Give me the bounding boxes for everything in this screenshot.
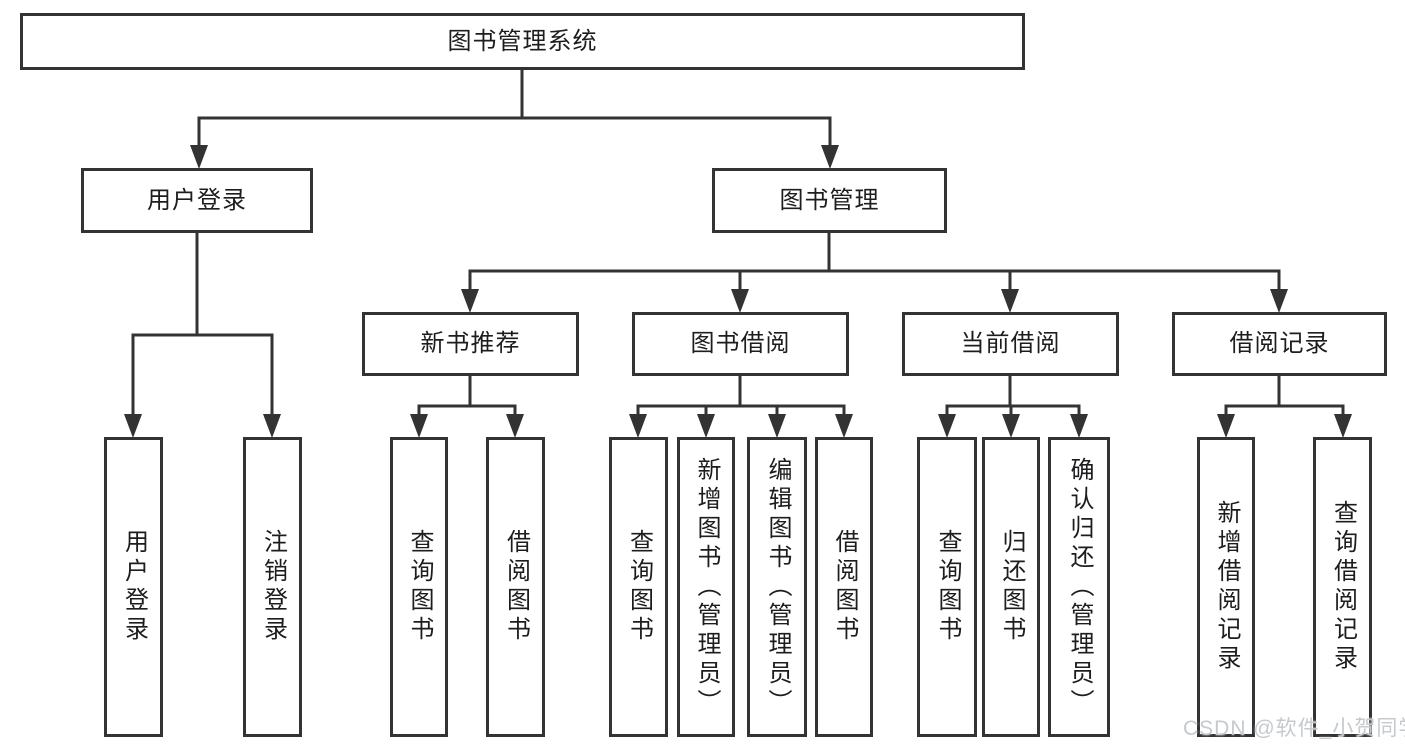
node-borrow-books: 借阅图书 [815, 437, 873, 737]
connector-borrow-branch [629, 376, 853, 438]
node-add-borrow-record: 新增借阅记录 [1197, 437, 1255, 737]
node-borrow-query-books: 查询图书 [609, 437, 668, 737]
watermark-text: CSDN @软件_小贺同学 [1183, 717, 1405, 740]
node-recommend-query-books: 查询图书 [390, 437, 448, 737]
connector-root-branch [190, 70, 839, 169]
connector-current-branch [938, 376, 1088, 438]
node-borrow-records: 借阅记录 [1172, 312, 1387, 376]
node-root: 图书管理系统 [20, 13, 1025, 70]
node-return-books: 归还图书 [982, 437, 1040, 737]
connector-new-book-branch [410, 376, 524, 438]
connector-book-mgmt-branch [461, 232, 1288, 313]
node-new-book-recommend: 新书推荐 [362, 312, 579, 376]
node-logout: 注销登录 [243, 437, 302, 737]
node-book-borrow: 图书借阅 [632, 312, 849, 376]
connector-records-branch [1217, 376, 1352, 438]
node-current-borrow: 当前借阅 [902, 312, 1119, 376]
node-do-login: 用户登录 [104, 437, 163, 737]
node-recommend-borrow-books: 借阅图书 [486, 437, 545, 737]
node-query-borrow-record: 查询借阅记录 [1313, 437, 1372, 737]
node-add-books-admin: 新增图书（管理员） [677, 437, 735, 737]
node-current-query-books: 查询图书 [917, 437, 977, 737]
node-user-login: 用户登录 [81, 168, 313, 233]
node-book-management: 图书管理 [712, 168, 947, 233]
node-edit-books-admin: 编辑图书（管理员） [747, 437, 807, 737]
node-confirm-return-admin: 确认归还（管理员） [1048, 437, 1110, 737]
connector-login-branch [124, 232, 281, 438]
